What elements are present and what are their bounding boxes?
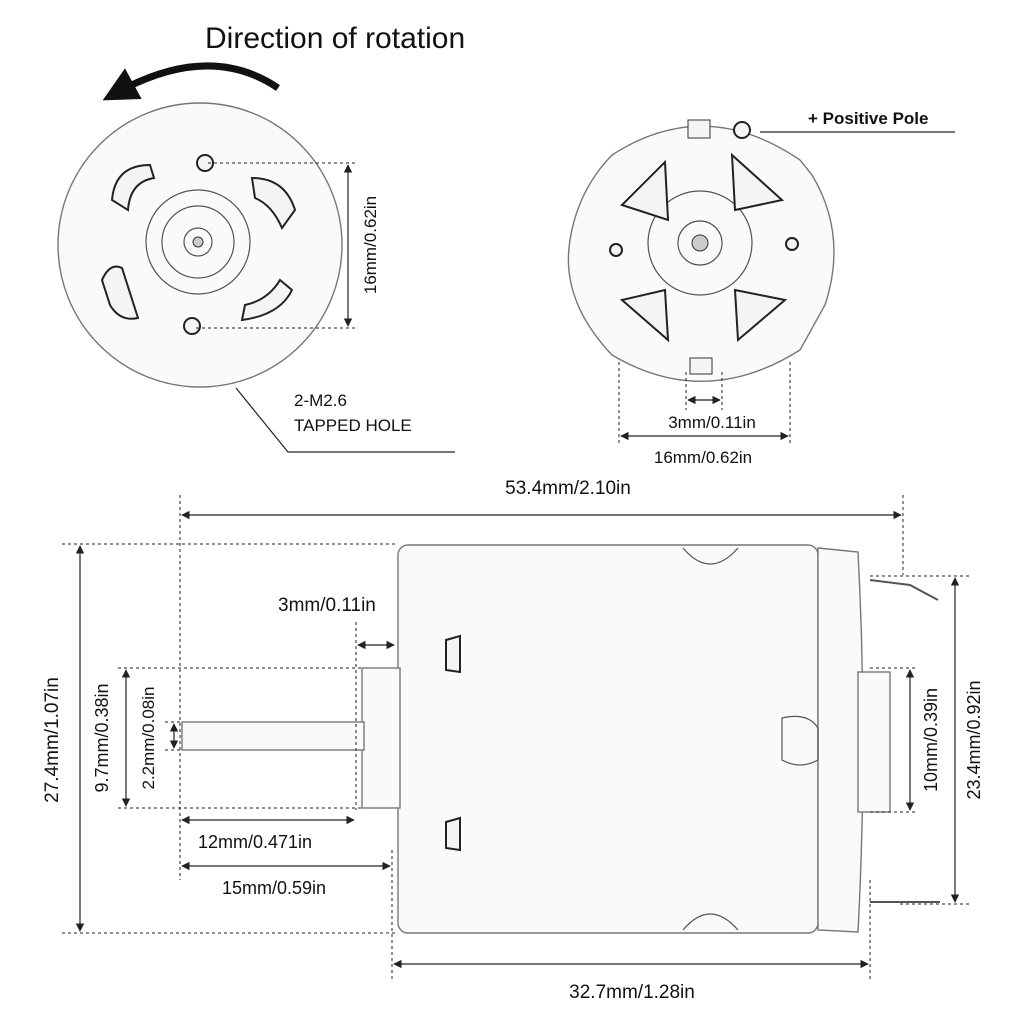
tapped-hole-bottom xyxy=(183,317,201,335)
vent-slot-bottom-right xyxy=(240,278,294,322)
rear-bearing-inner xyxy=(677,220,723,266)
brush-window-top-left xyxy=(620,159,670,222)
front-shaft-boss xyxy=(183,227,213,257)
shaft-length-label: 12mm/0.471in xyxy=(198,832,312,852)
rear-end-cap xyxy=(817,547,864,933)
body-height-label: 23.4mm/0.92in xyxy=(964,680,984,799)
rear-terminal-gap-label: 3mm/0.11in xyxy=(668,413,756,432)
shaft-diameter-label: 2.2mm/0.08in xyxy=(139,687,158,790)
boss-diameter-label: 9.7mm/0.38in xyxy=(92,683,112,792)
can-tab-top xyxy=(445,634,461,674)
tapped-hole-label-1: 2-M2.6 xyxy=(294,391,347,410)
rear-boss xyxy=(857,671,891,813)
rotation-arrow-icon xyxy=(102,62,280,101)
boss-thickness-label: 3mm/0.11in xyxy=(278,595,376,616)
front-bearing-ring xyxy=(145,189,251,295)
vent-slot-top-right xyxy=(250,176,297,231)
tapped-hole-top xyxy=(196,154,214,172)
rear-terminal-top xyxy=(687,119,711,139)
can-notch-top xyxy=(682,547,739,565)
front-boss xyxy=(361,667,401,809)
rear-hole-right xyxy=(785,237,799,251)
direction-label: Direction of rotation xyxy=(205,22,465,55)
shaft-to-body-label: 15mm/0.59in xyxy=(222,878,326,898)
tapped-hole-label-2: TAPPED HOLE xyxy=(294,416,412,435)
positive-pole-label: + Positive Pole xyxy=(808,109,928,128)
front-view xyxy=(57,62,343,388)
side-view xyxy=(181,544,940,934)
rear-boss-diameter-label: 10mm/0.39in xyxy=(921,688,941,792)
can-notch-bottom xyxy=(682,913,739,931)
terminal-top xyxy=(869,579,939,601)
rear-shaft-end xyxy=(691,234,709,252)
rear-view xyxy=(567,119,835,382)
overall-height-label: 27.4mm/1.07in xyxy=(42,677,63,803)
can-tab-bottom xyxy=(445,816,461,852)
vent-slot-top-left xyxy=(110,163,156,212)
overall-length-label: 53.4mm/2.10in xyxy=(505,478,631,499)
rear-terminal-bottom xyxy=(689,357,713,375)
positive-pole-marker xyxy=(733,121,751,139)
rear-hole-left xyxy=(609,243,623,257)
motor-can xyxy=(397,544,819,934)
rear-face-outline xyxy=(567,125,835,382)
rear-bearing-ring xyxy=(647,190,753,296)
shaft xyxy=(181,721,365,751)
body-length-label: 32.7mm/1.28in xyxy=(569,982,695,1003)
front-shaft-end xyxy=(192,236,204,248)
vent-slot-bottom-left xyxy=(100,265,140,320)
brush-window-bottom-right xyxy=(733,288,788,343)
brush-window-bottom-left xyxy=(619,288,670,343)
side-groove xyxy=(781,715,819,766)
brush-window-top-right xyxy=(730,152,785,212)
front-bearing-inner xyxy=(161,205,235,279)
tapped-hole-leader xyxy=(235,387,455,453)
front-hole-spacing-label: 16mm/0.62in xyxy=(361,196,380,294)
rear-width-label: 16mm/0.62in xyxy=(654,448,752,467)
